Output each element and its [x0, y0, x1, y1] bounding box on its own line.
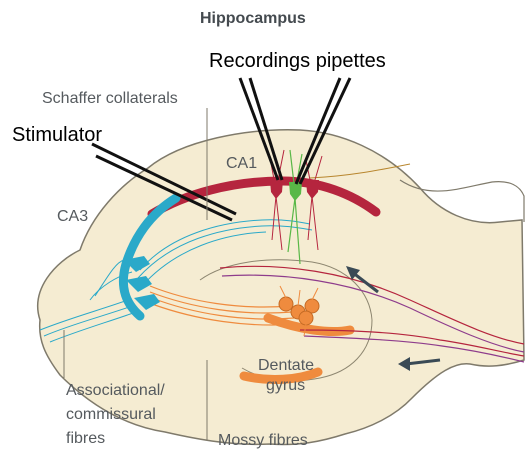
diagram-title: Hippocampus: [200, 10, 306, 28]
associational-label-line3: fibres: [66, 430, 105, 448]
ca1-label: CA1: [226, 155, 257, 173]
associational-label-line1: Associational/: [66, 382, 165, 400]
stimulator-label: Stimulator: [12, 124, 102, 147]
mossy-fibres-label: Mossy fibres: [218, 432, 308, 450]
schaffer-collaterals-label: Schaffer collaterals: [42, 90, 178, 108]
dentate-gyrus-label-line2: gyrus: [266, 377, 305, 395]
recording-pipettes-label: Recordings pipettes: [209, 50, 386, 73]
ca3-label: CA3: [57, 208, 88, 226]
dentate-gyrus-label-line1: Dentate: [258, 357, 314, 375]
associational-label-line2: commissural: [66, 406, 156, 424]
